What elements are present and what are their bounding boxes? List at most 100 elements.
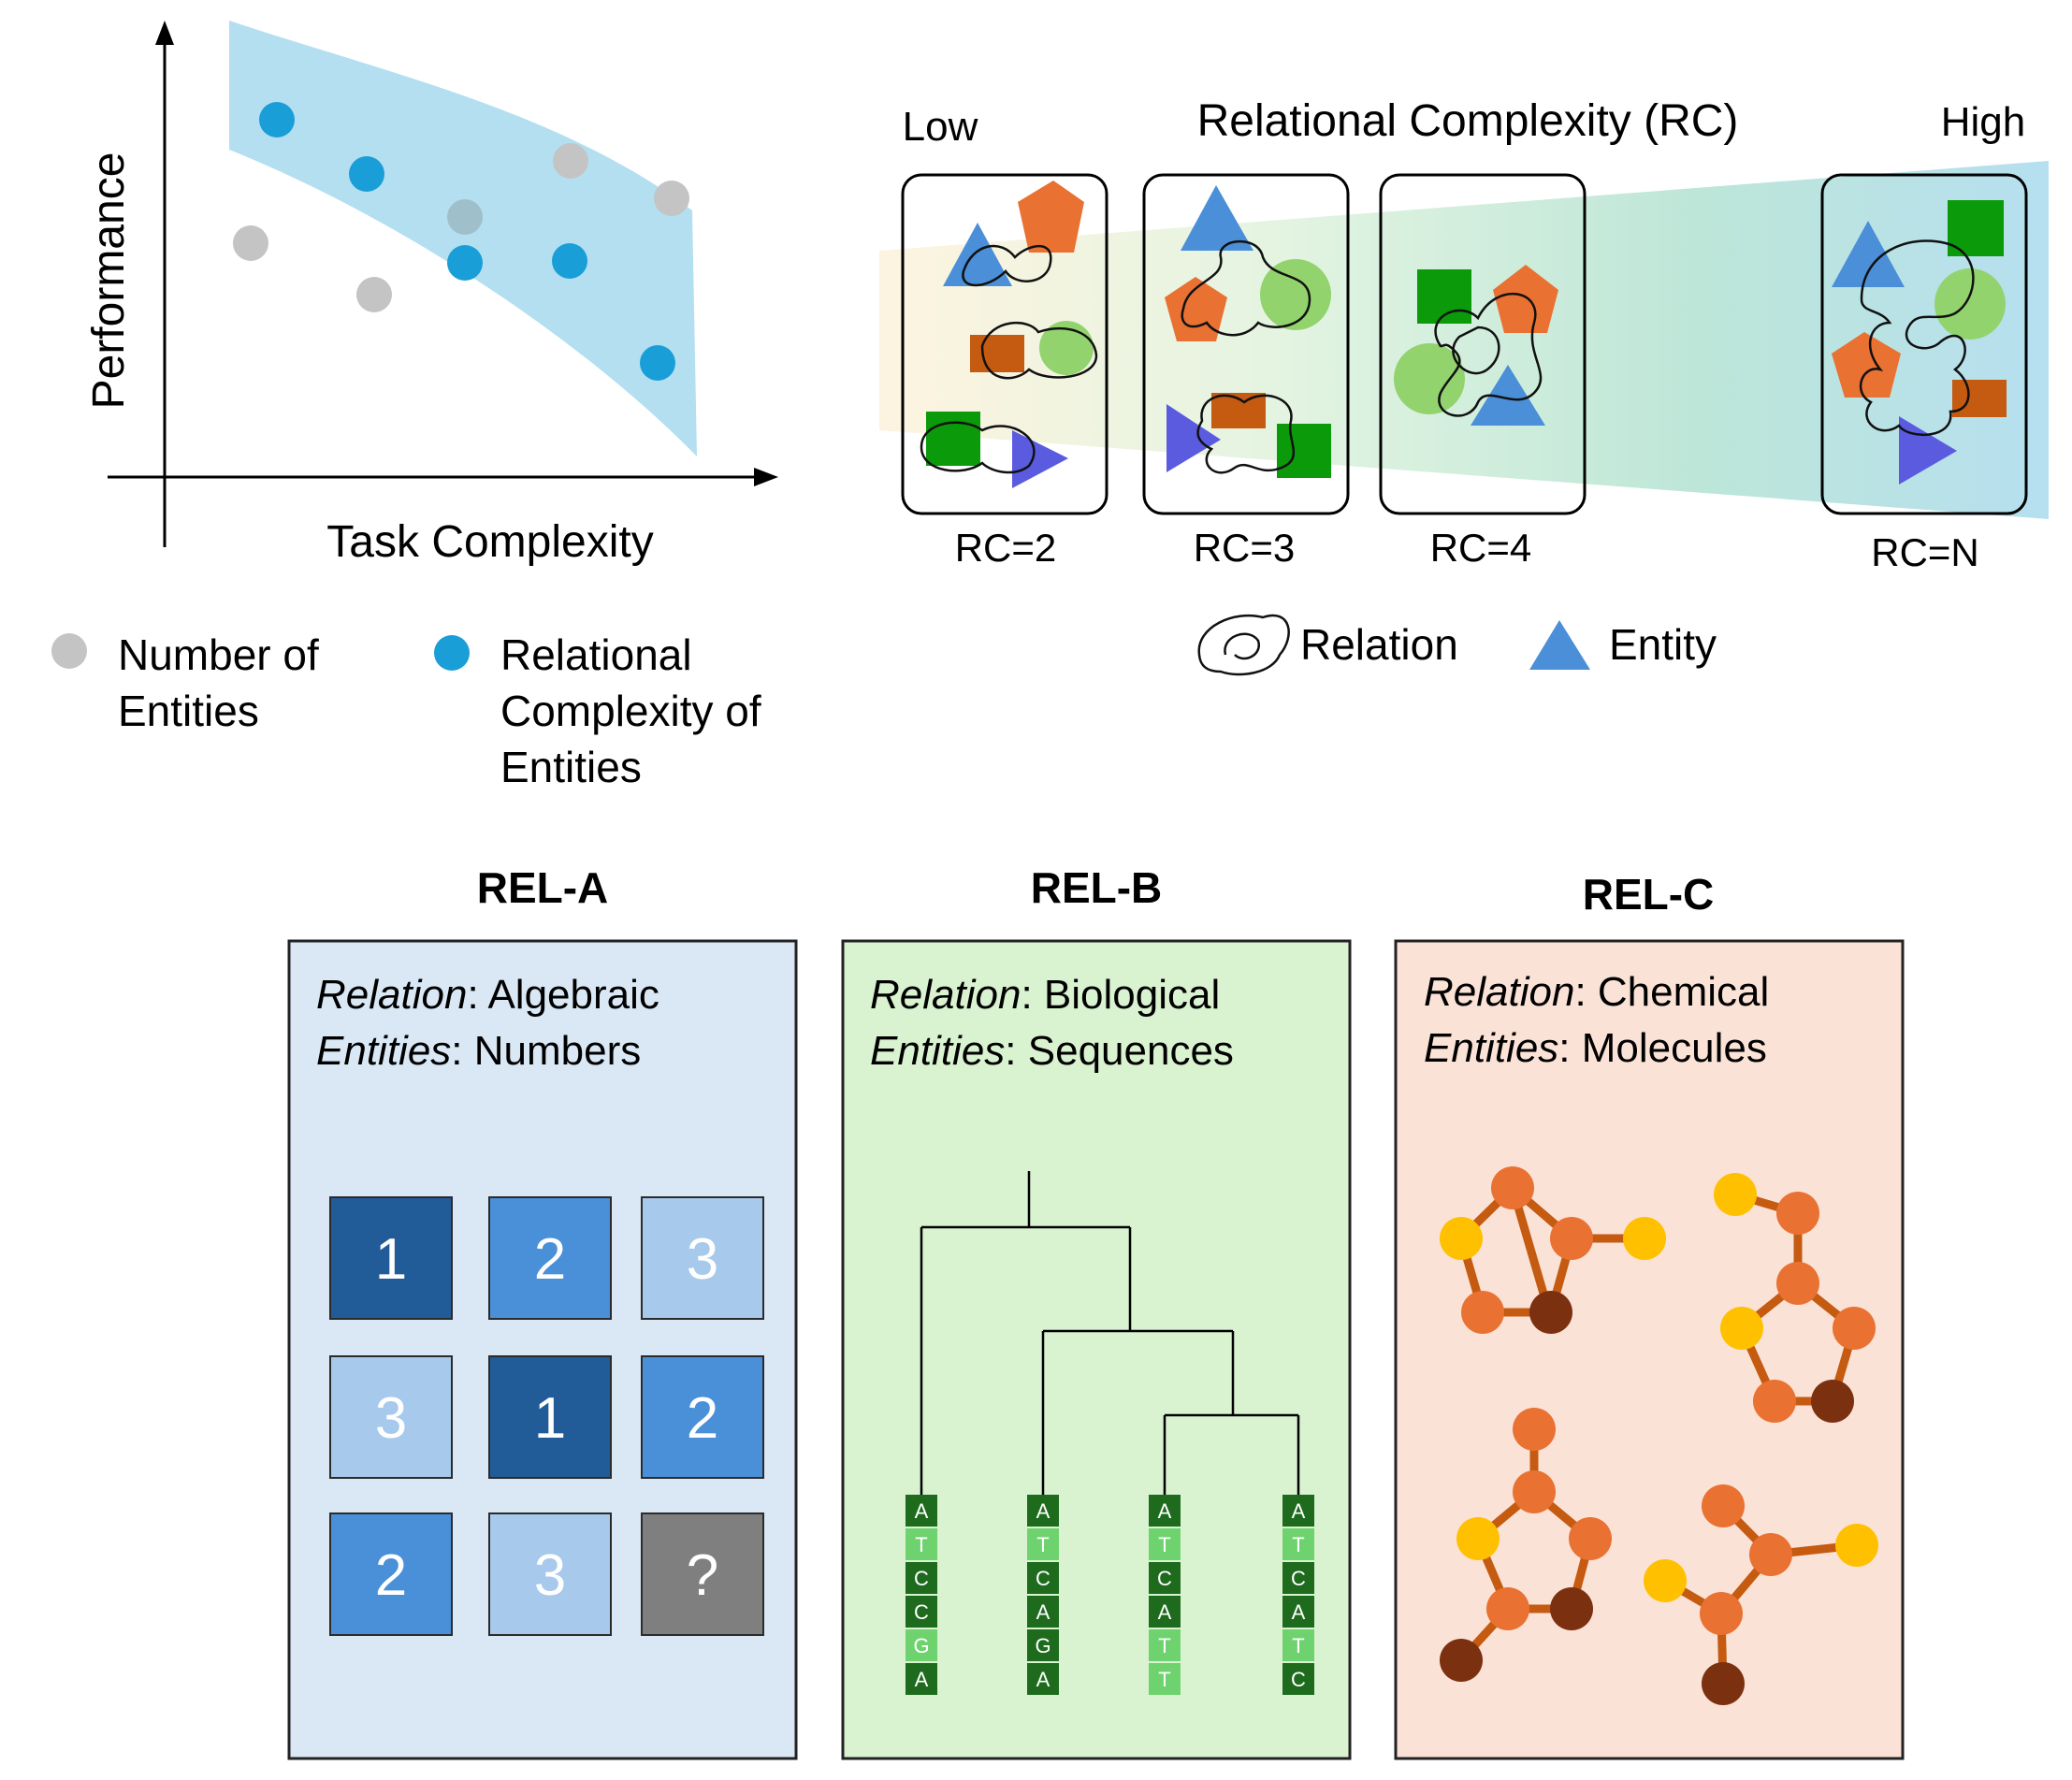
rc-point: [447, 245, 483, 281]
entity-square: [970, 335, 1024, 372]
entity-triangle: [1181, 185, 1253, 251]
matrix-cell-label: 3: [375, 1386, 407, 1451]
nucleotide-label: C: [1157, 1567, 1172, 1590]
entity-circle: [1394, 343, 1465, 414]
nucleotide-cell: [1149, 1663, 1181, 1695]
relation-legend-icon: [1197, 614, 1290, 676]
relation-loop: [980, 321, 1098, 380]
nucleotide-label: A: [1292, 1600, 1306, 1624]
legend-entities-label: Number of Entities: [118, 630, 331, 735]
entity-circle: [1039, 321, 1094, 375]
nucleotide-label: A: [1036, 1499, 1050, 1523]
rc-panel-n: RC=N: [1820, 173, 2028, 574]
rc-panel-2: RC=2: [901, 173, 1108, 570]
nucleotide-label: C: [1291, 1668, 1306, 1691]
entities-point: [654, 181, 689, 216]
matrix-cell: 2: [641, 1355, 764, 1479]
rel-c-entities: Entities: Molecules: [1424, 1025, 1767, 1071]
entity-triangle: [1832, 221, 1905, 287]
nucleotide-label: C: [1291, 1567, 1306, 1590]
nucleotide-cell: [1282, 1562, 1314, 1594]
legend-rc-marker: [434, 635, 470, 671]
nucleotide-label: T: [1158, 1668, 1170, 1691]
nucleotide-label: T: [1158, 1634, 1170, 1657]
nucleotide-cell: [906, 1528, 937, 1560]
relation-loop: [1452, 326, 1500, 375]
nucleotide-label: A: [1036, 1668, 1050, 1691]
nucleotide-label: T: [1292, 1533, 1304, 1556]
nucleotide-cell: [906, 1596, 937, 1628]
rc-low-label: Low: [903, 104, 978, 150]
nucleotide-label: A: [1158, 1600, 1172, 1624]
matrix-cell: 1: [488, 1355, 612, 1479]
matrix-cell-label: 1: [534, 1386, 566, 1451]
matrix-cell: 3: [329, 1355, 453, 1479]
rc-point: [640, 345, 675, 381]
rel-b-section: REL-B Relation: Biological Entities: Seq…: [841, 863, 1352, 1760]
nucleotide-label: C: [1036, 1567, 1050, 1590]
x-axis-label: Task Complexity: [326, 517, 653, 567]
nucleotide-label: A: [1158, 1499, 1172, 1523]
entity-triangle: [943, 223, 1012, 286]
rc-panel-3: RC=3: [1142, 173, 1350, 570]
matrix-cell-label: 3: [687, 1227, 718, 1292]
entity-circle: [1934, 268, 2006, 340]
nucleotide-label: A: [1036, 1600, 1050, 1624]
matrix-cell: ?: [641, 1512, 764, 1636]
rel-a-title: REL-A: [477, 863, 609, 912]
nucleotide-label: T: [1158, 1533, 1170, 1556]
rc-point: [259, 102, 295, 137]
rel-b-relation: Relation: Biological: [870, 972, 1220, 1018]
matrix-cell: 3: [488, 1512, 612, 1636]
nucleotide-label: T: [1292, 1634, 1304, 1657]
nucleotide-cell: [1027, 1629, 1059, 1661]
matrix-cell-label: 1: [375, 1227, 407, 1292]
x-axis-arrow: [754, 468, 778, 486]
matrix-cell-label: 2: [375, 1543, 407, 1608]
nucleotide-cell: [906, 1562, 937, 1594]
matrix-cell-label: 2: [534, 1227, 566, 1292]
nucleotide-cell: [1282, 1596, 1314, 1628]
nucleotide-label: C: [914, 1600, 929, 1624]
entity-square: [926, 412, 980, 466]
molecule: [1440, 1166, 1666, 1334]
entity-circle: [1260, 259, 1331, 330]
nucleotide-label: G: [1035, 1634, 1050, 1657]
entity-legend-label: Entity: [1609, 620, 1717, 669]
rel-c-title: REL-C: [1583, 870, 1715, 919]
matrix-cell: 2: [488, 1196, 612, 1320]
nucleotide-label: T: [1036, 1533, 1049, 1556]
rc-title: Relational Complexity (RC): [1197, 96, 1739, 146]
rel-a-relation: Relation: Algebraic: [316, 972, 659, 1018]
entity-legend-icon: [1529, 620, 1590, 670]
rc-high-label: High: [1941, 99, 2026, 145]
nucleotide-cell: [1027, 1495, 1059, 1527]
nucleotide-cell: [1149, 1495, 1181, 1527]
number-matrix: 1 2 3 3 1 2 2 3?: [329, 1196, 764, 1636]
relation-loop: [920, 421, 1036, 474]
nucleotide-cell: [1149, 1562, 1181, 1594]
y-axis-label: Performance: [84, 152, 134, 410]
phylogenetic-tree: [920, 1171, 1300, 1497]
nucleotide-cell: [906, 1495, 937, 1527]
rel-c-section: REL-C Relation: Chemical Entities: Molec…: [1394, 870, 1905, 1760]
matrix-cell: 3: [641, 1196, 764, 1320]
nucleotide-cell: [1282, 1663, 1314, 1695]
entities-point: [553, 143, 588, 179]
matrix-cell: 2: [329, 1512, 453, 1636]
rel-a-entities: Entities: Numbers: [316, 1028, 641, 1074]
matrix-cell-label: 2: [687, 1386, 718, 1451]
nucleotide-cell: [1149, 1629, 1181, 1661]
entities-point: [447, 199, 483, 235]
nucleotide-label: C: [914, 1567, 929, 1590]
molecule: [1644, 1484, 1878, 1705]
entity-pentagon: [1832, 332, 1901, 398]
molecule: [1714, 1173, 1876, 1423]
entity-triangle: [1012, 430, 1068, 488]
rel-a-section: REL-A Relation: Algebraic Entities: Numb…: [287, 863, 798, 1760]
nucleotide-cell: [1282, 1495, 1314, 1527]
rc-panel-label: RC=3: [1194, 526, 1296, 570]
